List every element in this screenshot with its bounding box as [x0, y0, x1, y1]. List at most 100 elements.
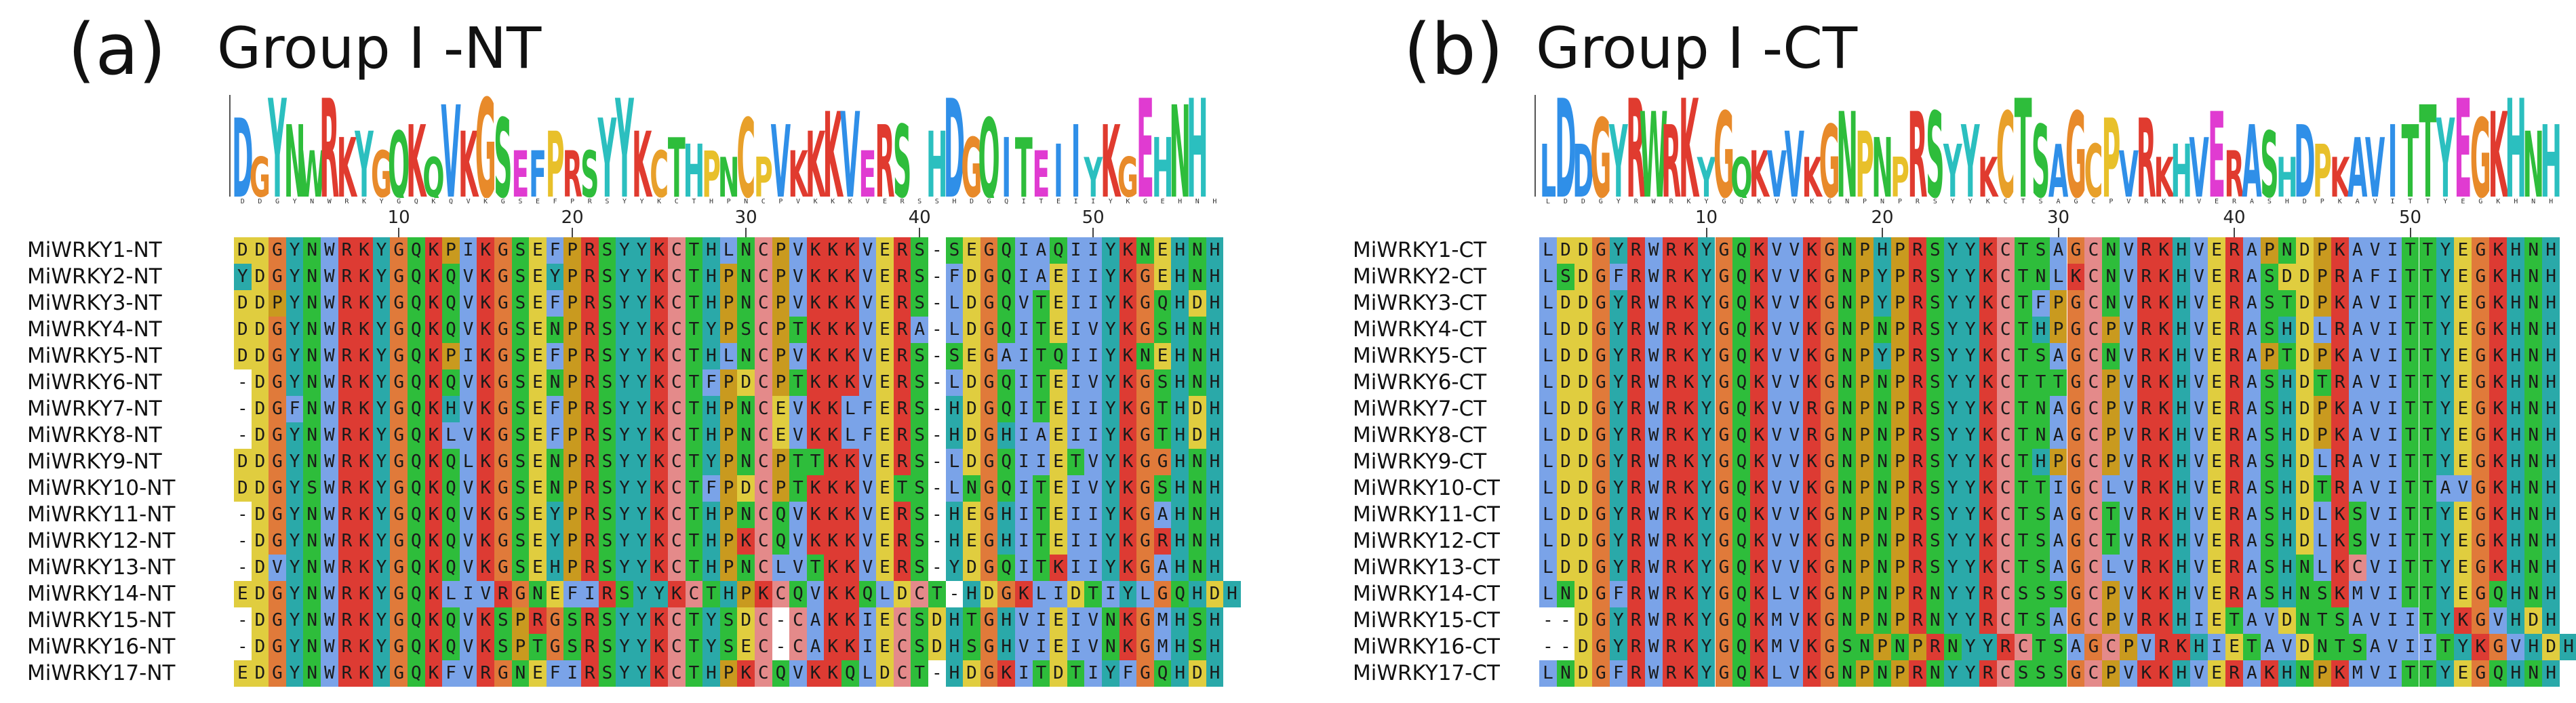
consensus-letter: N — [1880, 198, 1885, 205]
residue-cell: S — [2032, 555, 2050, 581]
residue-cell: V — [1785, 634, 1804, 660]
residue-cell: A — [2436, 475, 2455, 502]
residue-cell: G — [269, 634, 286, 660]
residue-cell: H — [2173, 581, 2191, 607]
residue-cell: S — [563, 607, 581, 634]
residue-cell: L — [945, 369, 964, 396]
residue-cell: G — [1591, 581, 1610, 607]
residue-cell: G — [2472, 528, 2490, 555]
residue-cell: P — [772, 290, 790, 317]
residue-cell: R — [2137, 264, 2156, 290]
logo-letter: V — [1785, 114, 1804, 198]
residue-cell: D — [1574, 264, 1592, 290]
residue-cell: R — [581, 422, 599, 449]
ruler-tick-label: 30 — [2046, 207, 2070, 228]
residue-cell: K — [355, 396, 373, 422]
logo-letter: R — [2224, 138, 2244, 198]
residue-cell: C — [755, 290, 772, 317]
residue-cell: K — [1119, 396, 1137, 422]
consensus-letter: E — [882, 198, 888, 205]
residue-cell: I — [2383, 422, 2402, 449]
logo-letter: H — [2540, 106, 2560, 198]
residue-cell: G — [1591, 475, 1610, 502]
residue-cell: V — [2190, 237, 2208, 264]
logo-letter: I — [1002, 121, 1011, 198]
residue-cell: R — [1908, 581, 1926, 607]
residue-cell: G — [1591, 264, 1610, 290]
residue-cell: G — [1715, 369, 1733, 396]
residue-cell: P — [1856, 660, 1874, 687]
residue-cell: E — [529, 264, 547, 290]
residue-cell: N — [737, 502, 755, 528]
residue-cell: T — [2401, 660, 2419, 687]
residue-cell: K — [2331, 396, 2349, 422]
residue-cell: G — [1591, 528, 1610, 555]
residue-cell: N — [1926, 660, 1944, 687]
residue-cell: K — [2155, 581, 2173, 607]
logo-letter: Q — [1730, 146, 1752, 198]
residue-cell: P — [719, 475, 738, 502]
residue-cell: Q — [442, 502, 460, 528]
residue-cell: G — [2067, 396, 2085, 422]
residue-cell: E — [529, 317, 547, 343]
residue-cell: S — [737, 317, 755, 343]
consensus-letter: R — [344, 198, 349, 205]
residue-cell: K — [1803, 343, 1821, 369]
residue-cell: R — [338, 396, 356, 422]
logo-letter: K — [458, 114, 479, 198]
residue-cell: Q — [442, 634, 460, 660]
residue-cell: S — [1153, 475, 1172, 502]
residue-cell: D — [737, 475, 755, 502]
residue-cell: H — [2032, 317, 2050, 343]
residue-cell: R — [2225, 528, 2243, 555]
residue-cell: C — [755, 502, 772, 528]
residue-cell: P — [2313, 396, 2331, 422]
residue-cell: P — [563, 502, 581, 528]
residue-cell: K — [806, 343, 825, 369]
residue-cell: - — [234, 396, 252, 422]
residue-cell: K — [424, 607, 443, 634]
residue-cell: R — [338, 264, 356, 290]
residue-cell: - — [772, 607, 790, 634]
consensus-letter: H — [2549, 198, 2554, 205]
residue-cell: Y — [1961, 290, 1979, 317]
residue-cell: S — [598, 396, 616, 422]
consensus-letter: G — [1722, 198, 1726, 205]
residue-cell: V — [1768, 528, 1786, 555]
residue-cell: Y — [1961, 264, 1979, 290]
residue-cell: G — [1821, 607, 1839, 634]
residue-cell: R — [338, 343, 356, 369]
residue-cell: R — [581, 607, 599, 634]
residue-cell: V — [2190, 343, 2208, 369]
residue-cell: S — [2014, 660, 2032, 687]
residue-cell: T — [685, 660, 703, 687]
residue-cell: R — [2225, 449, 2243, 475]
residue-cell: N — [1874, 581, 1891, 607]
residue-cell: G — [980, 502, 998, 528]
residue-cell: S — [911, 264, 928, 290]
residue-cell: K — [2331, 502, 2349, 528]
residue-cell: V — [1768, 264, 1786, 290]
logo-letter: I — [2388, 106, 2398, 198]
residue-cell: K — [424, 581, 443, 607]
residue-cell: N — [2524, 290, 2543, 317]
residue-cell: H — [2507, 396, 2525, 422]
residue-cell: P — [2049, 449, 2067, 475]
residue-cell: N — [1838, 317, 1857, 343]
residue-cell: G — [2472, 396, 2490, 422]
residue-cell: H — [2507, 317, 2525, 343]
residue-cell: K — [2489, 396, 2508, 422]
residue-cell: H — [1206, 475, 1224, 502]
residue-cell: V — [789, 264, 807, 290]
sequence-name: MiWRKY2-NT — [27, 264, 162, 289]
residue-cell: G — [1715, 264, 1733, 290]
residue-cell: P — [719, 317, 738, 343]
residue-cell: S — [2260, 422, 2278, 449]
residue-cell: S — [2049, 581, 2067, 607]
residue-cell: P — [1891, 369, 1909, 396]
residue-cell: R — [581, 528, 599, 555]
residue-cell: K — [824, 264, 841, 290]
residue-cell: A — [2243, 396, 2261, 422]
